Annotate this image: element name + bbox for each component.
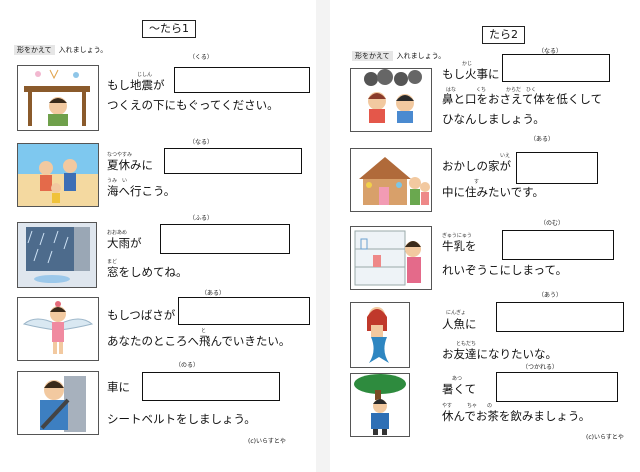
sentence-second-part: つくえの下にもぐってください。 (107, 98, 279, 112)
summer-beach-family-picture (17, 143, 99, 207)
ruby: あつ (452, 376, 463, 382)
tired-boy-tree-picture (350, 373, 410, 437)
answer-box[interactable] (516, 152, 598, 184)
verb-hint: （あう） (538, 292, 563, 299)
instruction-text: 入れましょう。 (396, 52, 446, 60)
instruction-tag: 形をかえて (352, 51, 393, 61)
worksheet-tara-1: ～たら1 形をかえて入れましょう。 （くる） じしん もし地震が つくえの下にも… (0, 0, 317, 472)
sentence-first-part: 人魚に (442, 317, 477, 331)
verb-hint: （ふる） (189, 215, 214, 222)
mermaid-picture (350, 302, 410, 368)
seatbelt-boy-picture (17, 371, 99, 435)
answer-box[interactable] (502, 230, 614, 260)
sentence-second-part: 海へ行こう。 (107, 184, 176, 198)
ruby: にんぎょ (446, 310, 466, 316)
sentence-first-part: 車に (107, 380, 130, 394)
sentence-second-part: 中に住みたいです。 (442, 185, 545, 199)
verb-hint: （のむ） (540, 220, 565, 227)
ruby: ぎゅうにゅう (442, 233, 472, 239)
ruby: やす ちゃ の (442, 403, 493, 409)
answer-box[interactable] (164, 148, 302, 174)
answer-box[interactable] (496, 302, 624, 332)
answer-box[interactable] (174, 67, 310, 93)
ruby: と (201, 328, 207, 334)
sentence-second-part: 鼻と口をおさえて体を低くして (442, 92, 603, 106)
sentence-first-part: 牛乳を (442, 239, 477, 253)
ruby: おおあめ (107, 230, 128, 236)
sentence-first-part: おかしの家が (442, 159, 511, 173)
verb-hint: （くる） (189, 54, 213, 61)
ruby: まど (107, 259, 118, 265)
ruby: はな くち からだ ひく (446, 87, 537, 93)
heavy-rain-window-picture (17, 222, 97, 288)
sentence-second-part: れいぞうこにしまって。 (442, 263, 568, 277)
sentence-second-part: 休んでお茶を飲みましょう。 (442, 409, 591, 423)
instruction: 形をかえて入れましょう。 (352, 50, 445, 62)
ruby: す (474, 179, 480, 185)
verb-hint: （ある） (201, 290, 226, 297)
instruction: 形をかえて入れましょう。 (14, 44, 107, 56)
ruby: なつやすみ (107, 152, 133, 158)
fire-smoke-cover-mouth-picture (350, 68, 432, 132)
earthquake-under-desk-picture (17, 65, 99, 131)
sentence-first-part: もしつばさが (107, 308, 176, 322)
answer-box[interactable] (502, 54, 610, 82)
sentence-second-part: 窓をしめてね。 (107, 265, 188, 279)
credit: (c)いらすとや (248, 438, 286, 445)
answer-box[interactable] (178, 297, 310, 325)
verb-hint: （なる） (189, 139, 214, 146)
credit: (c)いらすとや (586, 434, 624, 441)
worksheet-tara-2: たら2 形をかえて入れましょう。 （なる） かじ もし火事に はな くち からだ… (330, 0, 636, 472)
ruby: うみ い (107, 178, 128, 184)
sentence-first-part: もし火事に (442, 67, 500, 81)
candy-house-picture (350, 148, 432, 212)
verb-hint: （のる） (175, 362, 200, 369)
answer-box[interactable] (160, 224, 290, 254)
verb-hint: （なる） (538, 48, 563, 55)
ruby: じしん (137, 72, 153, 78)
milk-refrigerator-picture (350, 226, 432, 290)
instruction-text: 入れましょう。 (58, 46, 108, 54)
verb-hint: （つかれる） (522, 364, 559, 371)
answer-box[interactable] (142, 372, 280, 401)
sentence-first-part: もし地震が (107, 78, 165, 92)
page-title: ～たら1 (142, 20, 196, 38)
sentence-first-part: 夏休みに (107, 158, 153, 172)
ruby: ともだち (456, 341, 477, 347)
girl-with-wings-picture (17, 297, 99, 361)
ruby: いえ (500, 153, 511, 159)
sentence-third-part: ひなんしましょう。 (442, 112, 545, 126)
ruby: かじ (462, 61, 473, 67)
sentence-first-part: 暑くて (442, 382, 477, 396)
sentence-second-part: お友達になりたいな。 (442, 347, 557, 361)
page-title: たら2 (482, 26, 525, 44)
verb-hint: （ある） (530, 136, 555, 143)
page-gap (316, 0, 330, 472)
sentence-second-part: あなたのところへ飛んでいきたい。 (107, 334, 291, 348)
answer-box[interactable] (496, 372, 618, 402)
sentence-second-part: シートベルトをしましょう。 (107, 412, 256, 426)
sentence-first-part: 大雨が (107, 236, 142, 250)
instruction-tag: 形をかえて (14, 45, 55, 55)
